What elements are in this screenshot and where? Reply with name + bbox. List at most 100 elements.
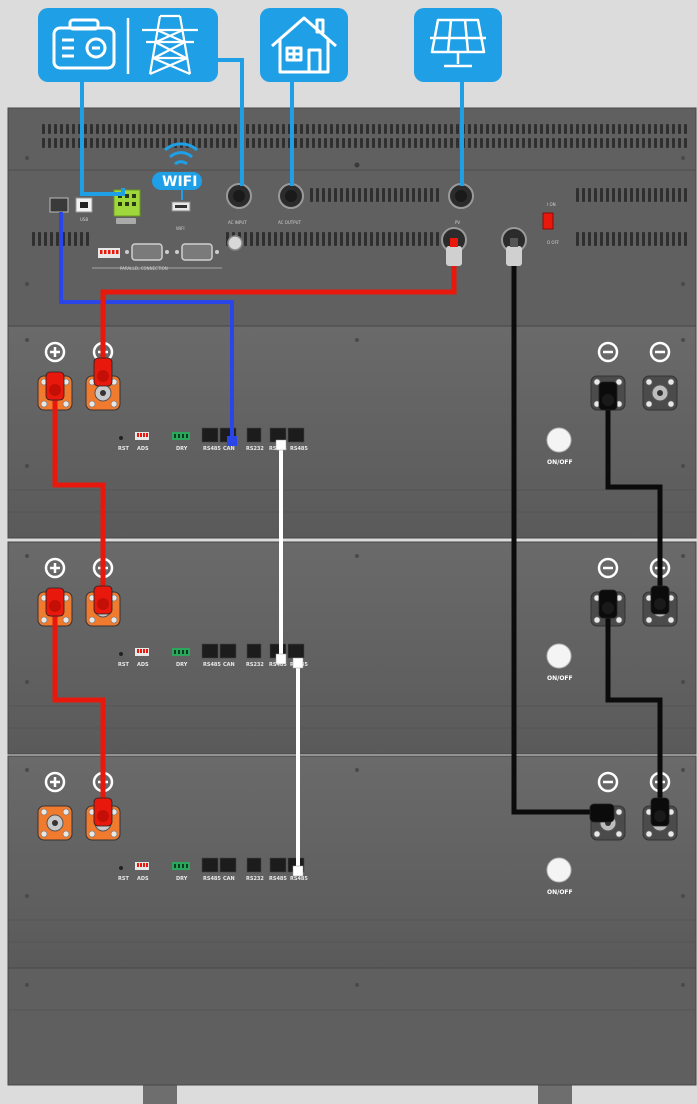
minus-circle-icon <box>597 341 619 363</box>
ads-label: ADS <box>137 446 149 452</box>
lan-port <box>49 197 69 213</box>
positive-plug-m2a <box>45 587 65 617</box>
rs485-label: RS485 <box>203 876 221 882</box>
generator-icon <box>52 18 116 70</box>
negative-plug-m2b <box>650 585 670 615</box>
comm-port-4 <box>269 857 287 873</box>
positive-link-cable-1 <box>52 378 106 598</box>
battery-onoff-button <box>546 427 572 453</box>
plus-circle-icon <box>44 341 66 363</box>
negative-plug-m3b <box>650 797 670 827</box>
generator-grid-icon-box <box>38 8 218 82</box>
pv-positive-plug <box>446 246 462 266</box>
positive-plug-m3 <box>93 797 113 827</box>
power-switch <box>542 212 554 230</box>
dry-terminal <box>172 862 190 870</box>
wifi-label: WIFI <box>162 174 197 190</box>
comm-port-5 <box>287 643 305 659</box>
minus-circle-icon <box>597 771 619 793</box>
comm-port-1 <box>201 643 219 659</box>
usb-label: USB <box>80 217 88 222</box>
can-label: CAN <box>223 876 235 882</box>
wifi-icon: WIFI <box>152 142 202 190</box>
rj45-plug-1 <box>275 439 287 451</box>
positive-plug-m1 <box>45 371 65 401</box>
cabinet-foot-right <box>538 1085 572 1104</box>
solar-panel-icon <box>430 18 486 68</box>
negative-plug-m1 <box>598 381 618 411</box>
negative-link-cable-1 <box>605 398 663 598</box>
minus-circle-icon <box>649 341 671 363</box>
dry-label: DRY <box>176 876 188 882</box>
rs485-label-2: RS485 <box>269 662 287 668</box>
reset-button <box>227 235 243 251</box>
ads-label: ADS <box>137 662 149 668</box>
can-label: CAN <box>223 662 235 668</box>
ac-input-gland <box>226 183 252 209</box>
inverter-vent-right <box>576 188 687 246</box>
switch-on-label: I ON <box>547 202 556 207</box>
can-label: CAN <box>223 446 235 452</box>
rst-label: RST <box>118 446 129 452</box>
rs485-label: RS485 <box>203 446 221 452</box>
can-communication-cable <box>59 212 234 442</box>
pv-gland <box>448 183 474 209</box>
inverter-vent-top <box>42 124 687 148</box>
ads-label: ADS <box>137 876 149 882</box>
battery-stack: RSTADSDRYRS485CANRS232RS485RS485ON/OFFRS… <box>7 325 697 969</box>
rs485-label-3: RS485 <box>290 876 308 882</box>
plus-circle-icon <box>44 557 66 579</box>
negative-link-cable-2 <box>605 610 663 810</box>
rj45-plug-4 <box>292 865 304 877</box>
comm-port-2 <box>219 643 237 659</box>
dry-terminal <box>172 648 190 656</box>
comm-port-3 <box>246 857 262 873</box>
rs232-label: RS232 <box>246 876 264 882</box>
onoff-label: ON/OFF <box>547 889 573 896</box>
positive-inverter-cable <box>100 262 457 368</box>
parallel-connection-label: PARALLEL CONNECTION <box>120 266 168 271</box>
negative-plug-m3a <box>589 803 615 823</box>
battery-onoff-button <box>546 857 572 883</box>
rj45-plug-2 <box>275 653 287 665</box>
onoff-label: ON/OFF <box>547 459 573 466</box>
cabinet-foot-left <box>143 1085 177 1104</box>
negative-inverter-cable <box>511 262 604 815</box>
rs485-label-2: RS485 <box>269 876 287 882</box>
plus-circle-icon <box>44 771 66 793</box>
power-grid-tower-icon <box>142 14 198 76</box>
comm-port-2 <box>219 857 237 873</box>
rj45-plug-3 <box>292 657 304 669</box>
pv-label: PV <box>455 220 460 225</box>
positive-terminal-a-3 <box>37 771 73 841</box>
rs232-label: RS232 <box>246 662 264 668</box>
minus-circle-icon <box>597 557 619 579</box>
house-icon <box>271 16 337 74</box>
comm-port-1 <box>201 427 219 443</box>
positive-plug-m2b <box>93 585 113 615</box>
dry-terminal <box>172 432 190 440</box>
pv-negative-plug <box>506 246 522 266</box>
positive-link-cable-2 <box>52 610 106 808</box>
comm-port-3 <box>246 643 262 659</box>
ac-input-label: AC INPUT <box>228 220 247 225</box>
dry-label: DRY <box>176 662 188 668</box>
rs485-label: RS485 <box>203 662 221 668</box>
parallel-port-2 <box>181 243 213 261</box>
cable-plugs <box>45 238 670 877</box>
comm-port-3 <box>246 427 262 443</box>
rst-label: RST <box>118 876 129 882</box>
onoff-label: ON/OFF <box>547 675 573 682</box>
dry-label: DRY <box>176 446 188 452</box>
rst-label: RST <box>118 662 129 668</box>
rs232-label: RS232 <box>246 446 264 452</box>
ac-output-label: AC OUTPUT <box>278 220 302 225</box>
home-icon-box <box>260 8 348 82</box>
comm-port-1 <box>201 857 219 873</box>
parallel-port-1 <box>131 243 163 261</box>
cabinet-base <box>7 967 697 1086</box>
